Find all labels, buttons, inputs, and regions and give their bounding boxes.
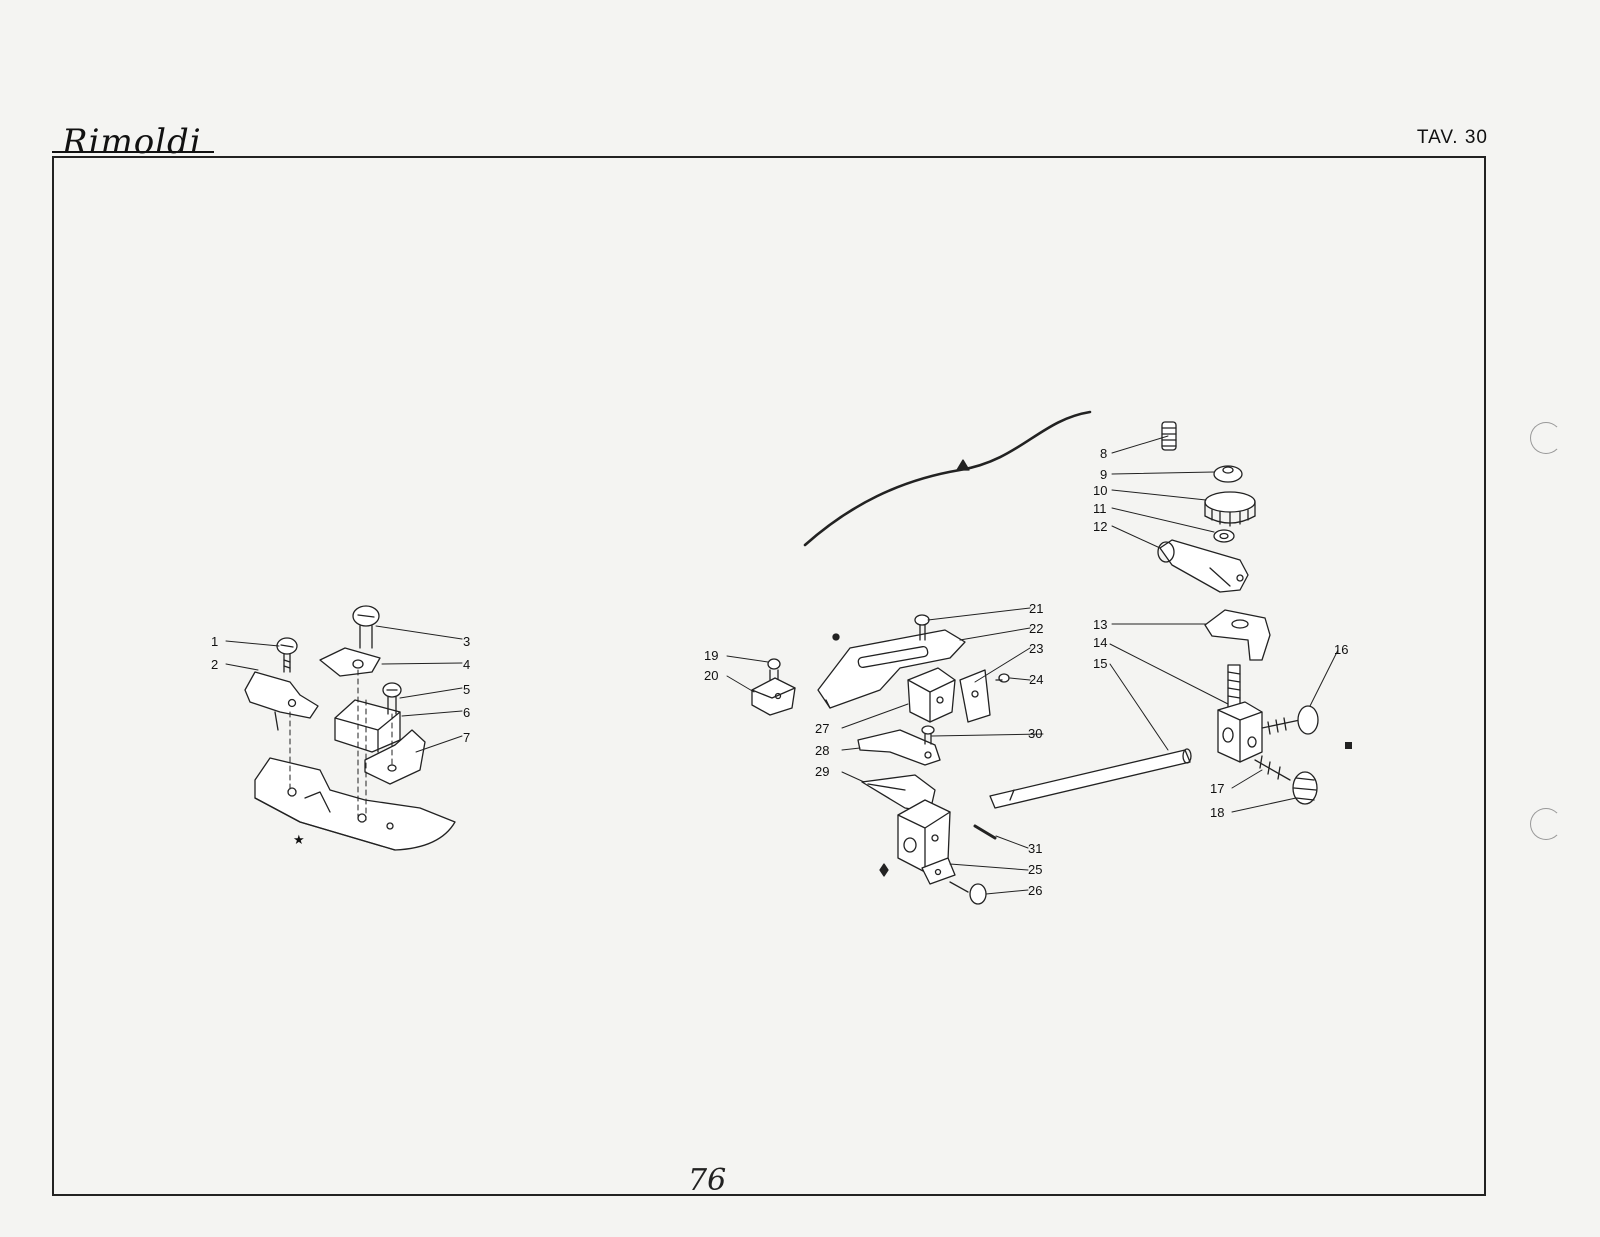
shaft-15 (989, 748, 1192, 809)
washer-11 (1213, 529, 1235, 543)
callout-12: 12 (1093, 519, 1107, 534)
callout-26: 26 (1028, 883, 1042, 898)
pin-31 (973, 824, 997, 840)
callout-15: 15 (1093, 656, 1107, 671)
brand-underline (52, 151, 214, 153)
nut-19 (767, 658, 781, 681)
callout-2: 2 (211, 657, 218, 672)
brand-logo: Rimoldi (62, 122, 202, 162)
callout-24: 24 (1029, 672, 1043, 687)
screw-17 (1254, 755, 1291, 781)
callout-18: 18 (1210, 805, 1224, 820)
star-symbol: ★ (293, 832, 305, 847)
callout-29: 29 (815, 764, 829, 779)
callout-21: 21 (1029, 601, 1043, 616)
spring-8 (1161, 421, 1177, 451)
callout-17: 17 (1210, 781, 1224, 796)
presser-foot-clip (244, 671, 319, 731)
washer-4 (319, 647, 381, 677)
callout-9: 9 (1100, 467, 1107, 482)
callout-20: 20 (704, 668, 718, 683)
screw-24 (995, 673, 1010, 683)
screw-3 (352, 605, 380, 649)
callout-25: 25 (1028, 862, 1042, 877)
callout-28: 28 (815, 743, 829, 758)
screw-1 (276, 637, 298, 673)
diagram-frame (52, 156, 1486, 1196)
screw-30 (921, 725, 935, 745)
nut-9 (1213, 465, 1243, 483)
callout-5: 5 (463, 682, 470, 697)
bracket-13 (1204, 609, 1271, 661)
screw-26 (949, 881, 987, 905)
screw-16 (1261, 705, 1319, 735)
callout-14: 14 (1093, 635, 1107, 650)
screw-5 (382, 682, 402, 715)
knife-holder-bar (817, 629, 966, 709)
binder-hole-bottom (1530, 808, 1562, 840)
bracket-27 (907, 667, 956, 723)
knob-18 (1292, 771, 1318, 805)
callout-10: 10 (1093, 483, 1107, 498)
callout-7: 7 (463, 730, 470, 745)
callout-4: 4 (463, 657, 470, 672)
callout-27: 27 (815, 721, 829, 736)
callout-22: 22 (1029, 621, 1043, 636)
plate-23 (959, 669, 991, 723)
presser-foot-base (254, 757, 456, 851)
callout-23: 23 (1029, 641, 1043, 656)
clamp-block (897, 799, 951, 873)
block-20 (751, 677, 796, 716)
plate-28 (857, 729, 941, 766)
block-6 (334, 699, 401, 753)
callout-13: 13 (1093, 617, 1107, 632)
callout-6: 6 (463, 705, 470, 720)
callout-1: 1 (211, 634, 218, 649)
callout-3: 3 (463, 634, 470, 649)
guide-piece (364, 729, 426, 785)
callout-16: 16 (1334, 642, 1348, 657)
binder-hole-top (1530, 422, 1562, 454)
plate-25 (921, 857, 956, 885)
knife-29 (861, 774, 936, 813)
callout-19: 19 (704, 648, 718, 663)
plate-number: TAV. 30 (1416, 127, 1488, 148)
contour-line (803, 410, 1092, 547)
knob-10 (1204, 491, 1256, 527)
page-number: 76 (688, 1163, 727, 1198)
callout-30: 30 (1028, 726, 1042, 741)
callout-31: 31 (1028, 841, 1042, 856)
callout-11: 11 (1093, 501, 1107, 516)
callout-8: 8 (1100, 446, 1107, 461)
lever-12 (1157, 539, 1249, 593)
holder-14 (1217, 664, 1263, 763)
callout-labels: 1 2 3 4 5 6 7 8 9 10 11 12 13 14 15 16 1… (211, 446, 1348, 898)
